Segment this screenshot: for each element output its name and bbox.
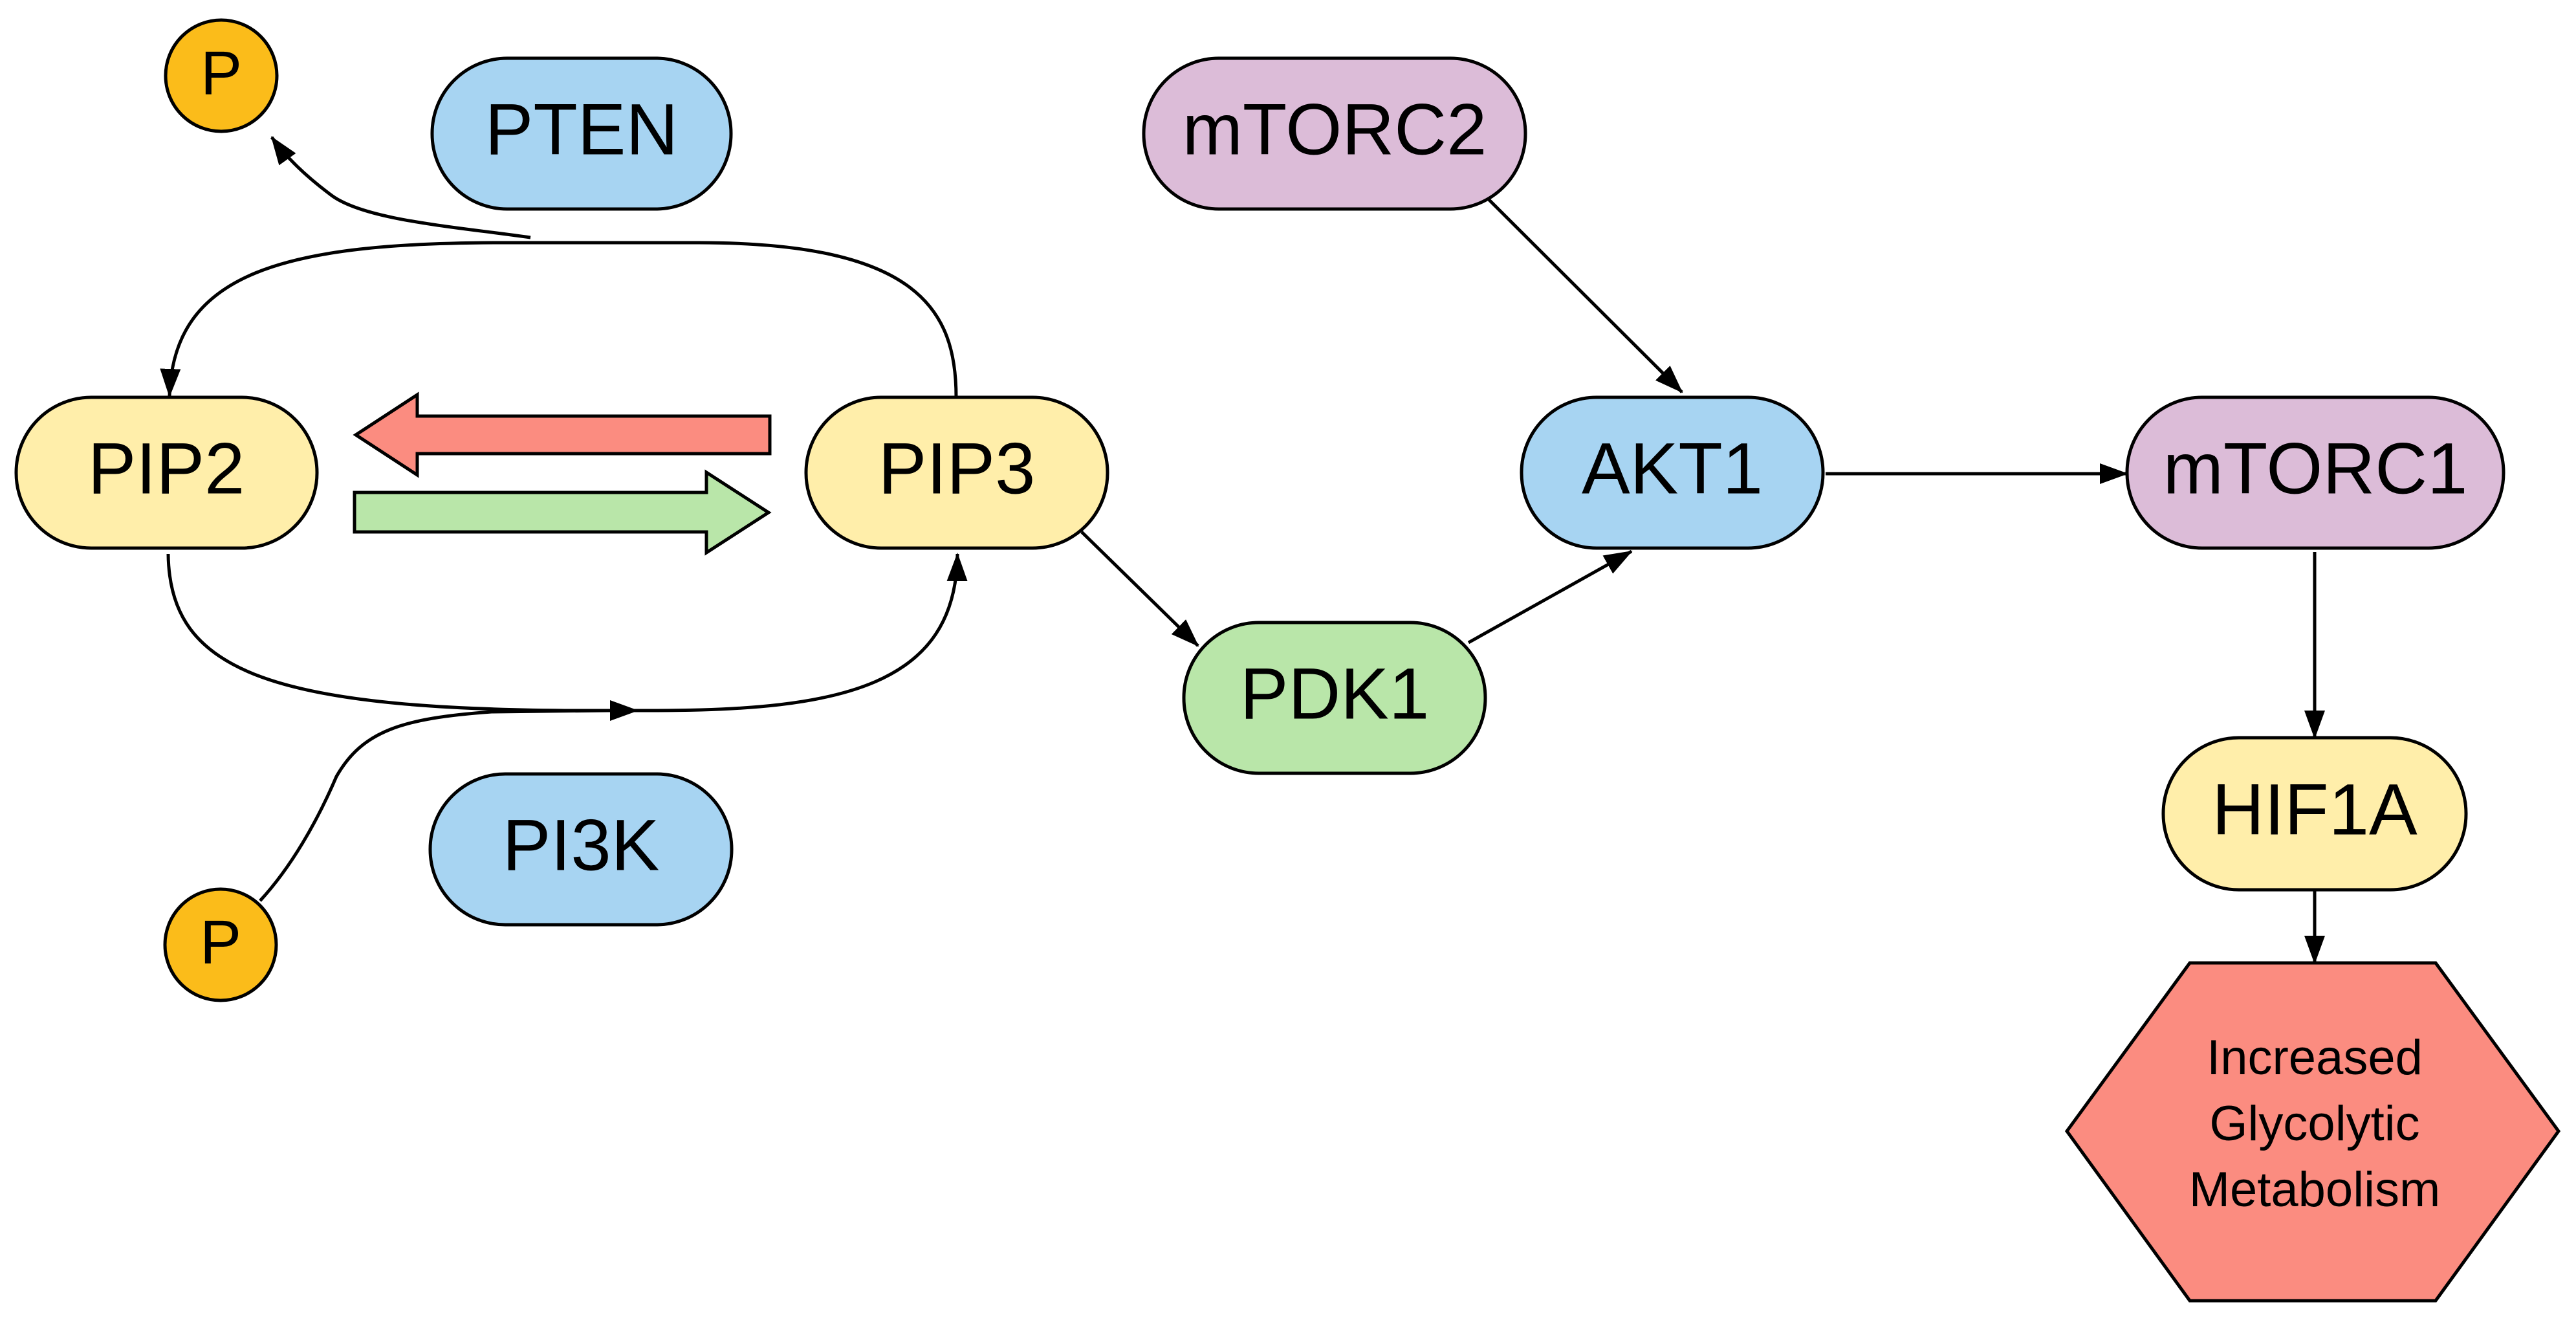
phosphate-top-label: P — [201, 38, 242, 107]
node-pten[interactable]: PTEN — [430, 56, 733, 211]
phosphate-bottom[interactable]: P — [163, 887, 278, 1002]
node-pip3[interactable]: PIP3 — [804, 395, 1109, 550]
edge-mtorc2-to-akt1 — [1487, 197, 1683, 393]
outcome-label-line-3: Metabolism — [2189, 1162, 2441, 1217]
reverse-conversion-arrow — [353, 392, 772, 478]
node-akt1[interactable]: AKT1 — [1520, 395, 1825, 550]
node-akt1-label: AKT1 — [1582, 428, 1763, 509]
node-pten-label: PTEN — [485, 89, 679, 170]
node-hif1a[interactable]: HIF1A — [2161, 736, 2468, 892]
node-mtorc2[interactable]: mTORC2 — [1142, 56, 1527, 211]
node-pi3k-label: PI3K — [503, 805, 660, 886]
outcome-label-line-2: Glycolytic — [2209, 1096, 2419, 1151]
edge-pip3-to-pdk1 — [1080, 531, 1199, 647]
node-pi3k[interactable]: PI3K — [428, 772, 734, 927]
edge-pten-release-phosphate — [270, 136, 531, 239]
node-pdk1[interactable]: PDK1 — [1182, 621, 1487, 775]
node-pdk1-label: PDK1 — [1240, 654, 1430, 734]
edge-phosphate-to-pi3k — [259, 709, 609, 902]
outcome-label-line-1: Increased — [2207, 1030, 2423, 1085]
edge-pdk1-to-akt1 — [1467, 549, 1633, 645]
edge-pip3-to-pip2 — [160, 241, 958, 398]
forward-conversion-arrow — [353, 469, 772, 556]
phosphate-top[interactable]: P — [164, 18, 279, 133]
node-hif1a-label: HIF1A — [2212, 769, 2418, 850]
node-pip3-label: PIP3 — [879, 428, 1036, 509]
phosphate-bottom-label: P — [200, 907, 241, 976]
edge-pip2-to-pip3 — [166, 553, 968, 712]
node-mtorc1[interactable]: mTORC1 — [2125, 395, 2505, 550]
node-mtorc2-label: mTORC2 — [1183, 89, 1487, 170]
outcome-glycolytic-metabolism[interactable]: Increased Glycolytic Metabolism — [2064, 961, 2561, 1303]
node-mtorc1-label: mTORC1 — [2163, 428, 2468, 509]
node-pip2[interactable]: PIP2 — [14, 395, 319, 550]
node-pip2-label: PIP2 — [88, 428, 245, 509]
